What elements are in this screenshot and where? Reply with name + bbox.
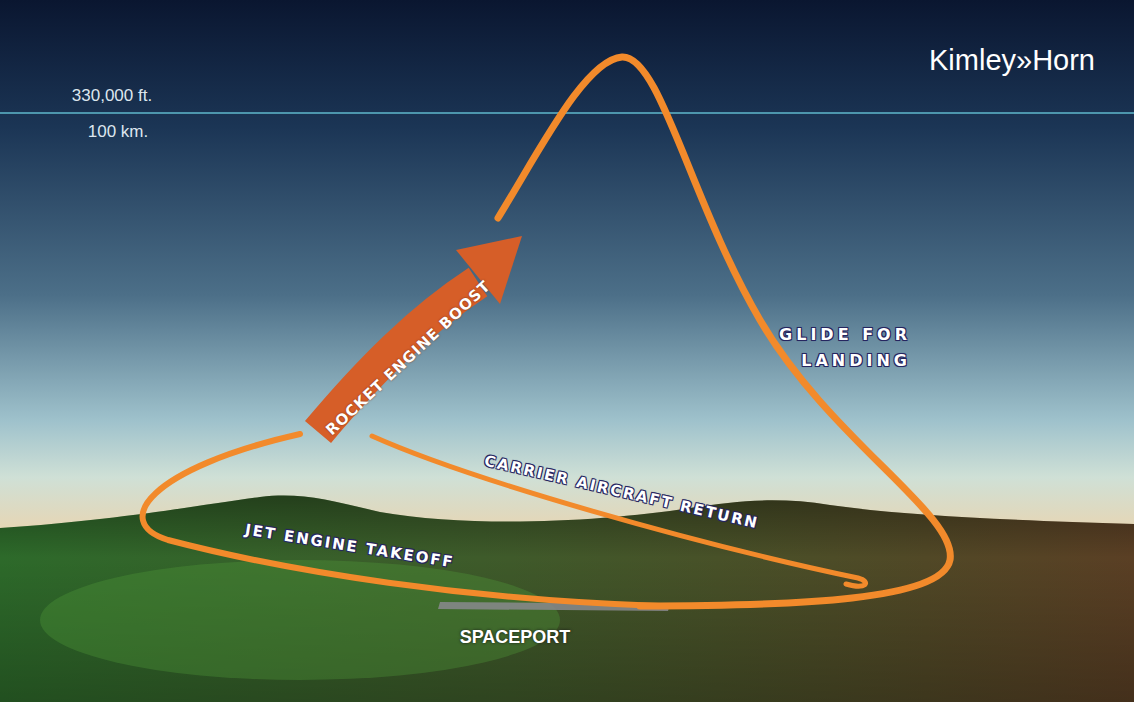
- green-field: [40, 560, 560, 680]
- altitude-line: [0, 112, 1134, 114]
- altitude-feet: 330,000 ft.: [72, 82, 152, 109]
- altitude-km: 100 km.: [88, 118, 148, 145]
- phase-label: GLIDE FOR LANDING: [761, 322, 911, 373]
- takeoff-path: [143, 434, 660, 606]
- place-label: SPACEPORT: [460, 623, 571, 652]
- logo-watermark: Kimley»Horn: [929, 37, 1095, 83]
